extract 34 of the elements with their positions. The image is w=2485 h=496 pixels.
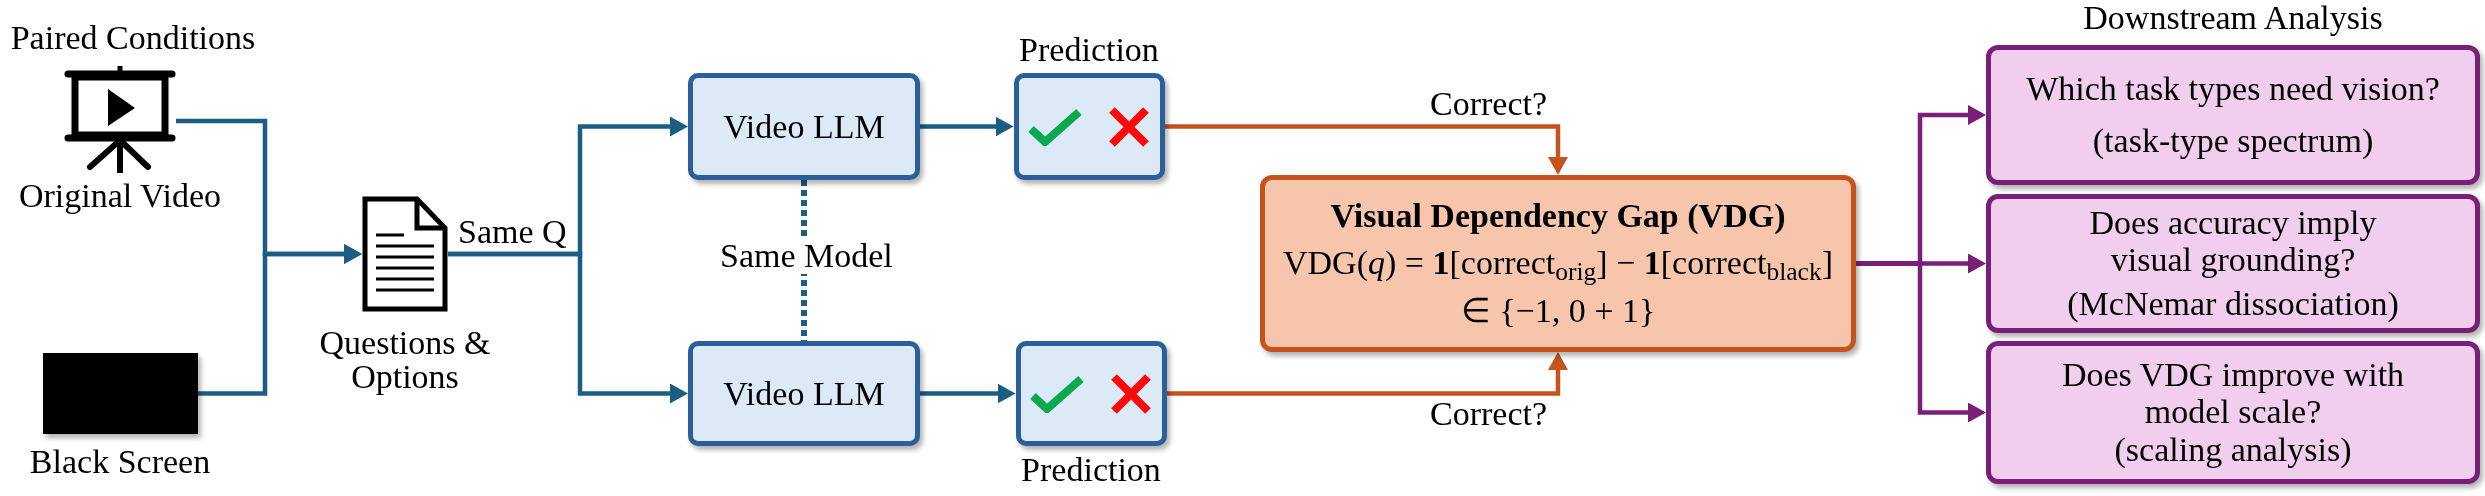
node-label: Questions & Options xyxy=(318,326,492,394)
equation: VDG(q) = 1[correct$_{orig}$] − 1[correct$_{black}$] xyxy=(1283,242,1833,284)
analysis-box xyxy=(1986,45,2480,185)
analysis-box xyxy=(1986,341,2480,484)
metric-title: Visual Dependency Gap (VDG) xyxy=(1330,195,1786,236)
arrow xyxy=(920,116,1014,137)
edge-label: Correct? xyxy=(1430,396,1548,432)
method-note: (task-type spectrum) xyxy=(2092,120,2374,161)
method-note: (scaling analysis) xyxy=(2114,429,2352,470)
arrow xyxy=(1166,352,1568,396)
arrow xyxy=(448,251,688,404)
section-heading: Paired Conditions xyxy=(9,18,257,58)
equation: ∈ {−1, 0 + 1} xyxy=(1460,290,1656,331)
section-heading: Downstream Analysis xyxy=(2082,0,2384,38)
arrow xyxy=(920,383,1016,404)
node-label: Original Video xyxy=(18,178,222,214)
model-box xyxy=(688,341,920,446)
metric-box xyxy=(1260,175,1856,352)
prediction-label: Prediction xyxy=(1021,452,1161,488)
model-label: Video LLM xyxy=(723,107,885,146)
arrow xyxy=(197,244,362,396)
question-text: Does accuracy imply visual grounding? xyxy=(2088,203,2378,278)
arrow xyxy=(1164,124,1568,175)
model-box xyxy=(688,73,920,180)
edge-label: Correct? xyxy=(1430,86,1548,122)
question-text: Which task types need vision? xyxy=(2026,69,2440,107)
edge-label: Same Q xyxy=(458,214,567,250)
question-text: Does VDG improve with model scale? xyxy=(2060,355,2406,430)
prediction-label: Prediction xyxy=(1019,32,1159,68)
analysis-box xyxy=(1986,194,2480,333)
method-note: (McNemar dissociation) xyxy=(2067,283,2399,324)
node-label: Black Screen xyxy=(29,444,211,480)
arrow xyxy=(1856,261,1986,423)
model-label: Video LLM xyxy=(723,374,885,413)
